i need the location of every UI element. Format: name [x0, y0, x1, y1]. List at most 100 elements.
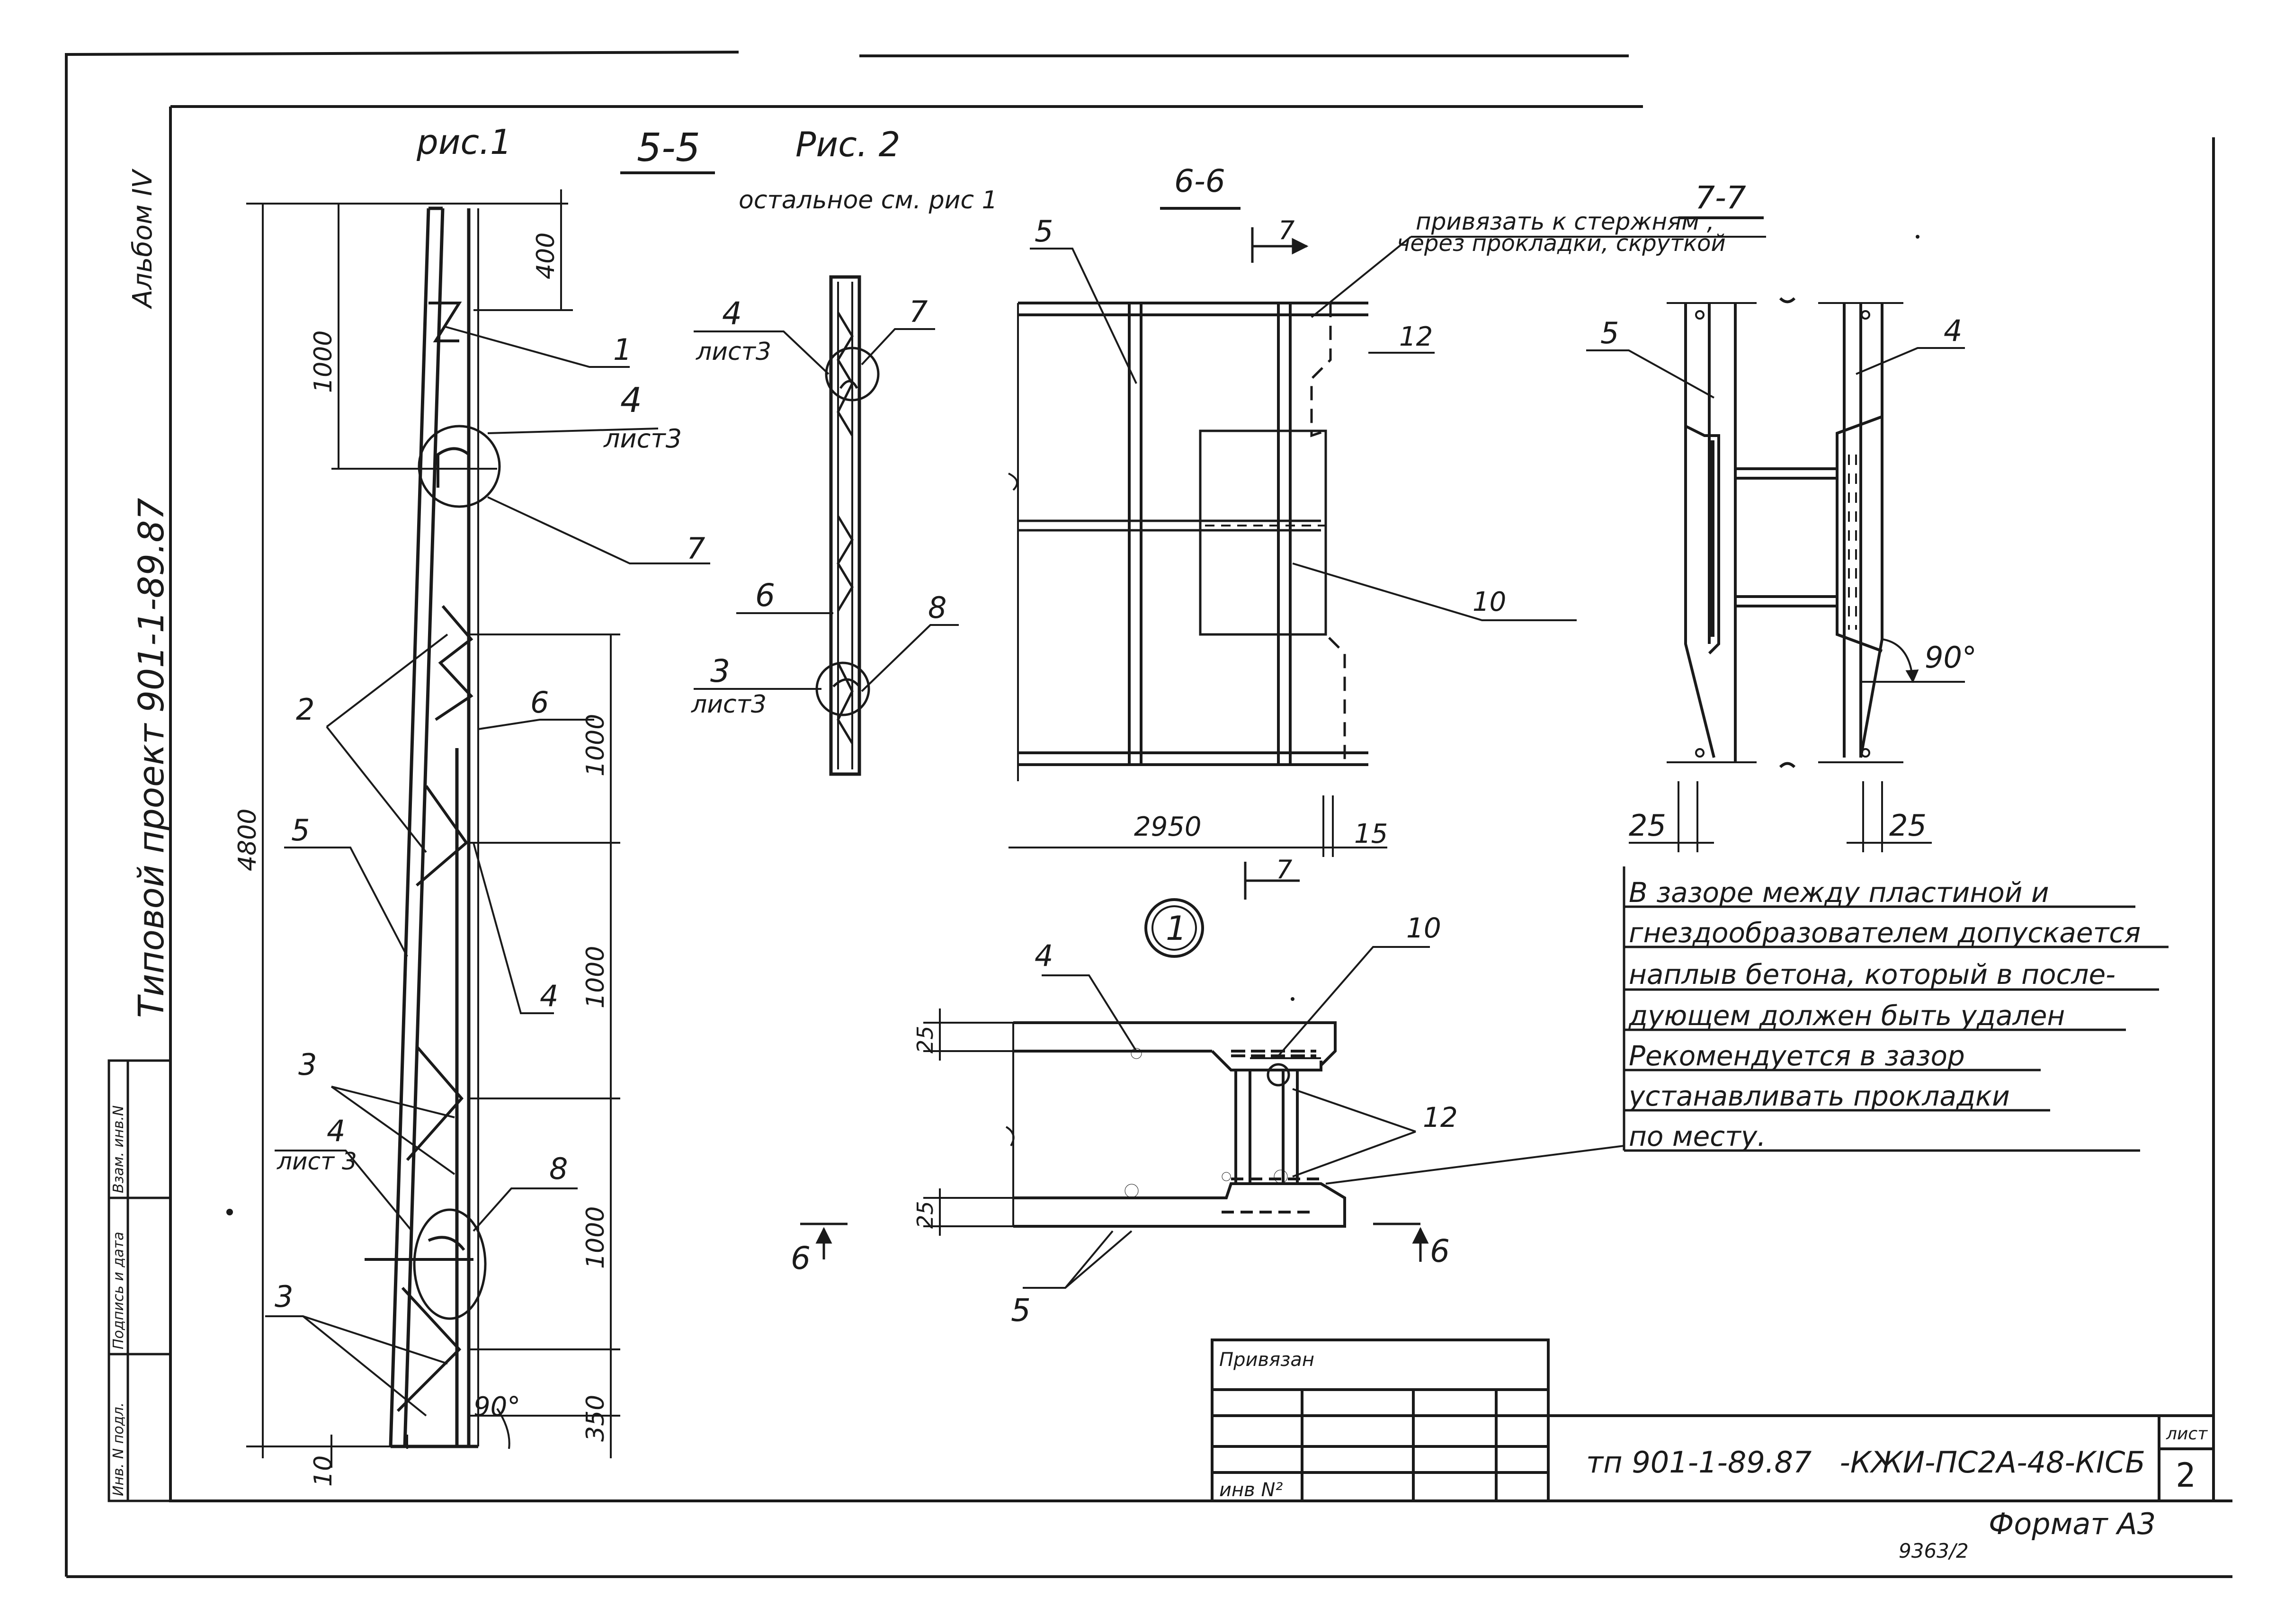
- fig1-dim-4800: 4800: [233, 809, 262, 871]
- fig1-cage: [389, 206, 479, 1448]
- fig1-detail-circle-top: [418, 425, 501, 508]
- fig1-loop-top: [437, 447, 470, 488]
- sec66-label-10: 10: [1473, 587, 1506, 617]
- detail1-cut-left: 6: [791, 1240, 811, 1276]
- sec66-plan: [1008, 302, 1368, 781]
- fig1-dim-1000-a: 1000: [581, 714, 610, 776]
- fig1-angle: 90°: [473, 1392, 520, 1422]
- stamp-col-inv: Инв. N подл.: [110, 1402, 127, 1496]
- detail1-body: [1005, 1021, 1346, 1228]
- fig1-detail-circle-bottom: [413, 1208, 487, 1320]
- detail1-dim-top: 25: [912, 1026, 938, 1053]
- fig2-label-6: 6: [755, 577, 775, 614]
- fig2-note: остальное см. рис 1: [739, 186, 998, 214]
- detail1-label-5: 5: [1011, 1292, 1031, 1329]
- fig1-leaders: [265, 326, 710, 1417]
- sec77-angle: 90°: [1925, 640, 1977, 675]
- fig1-label-1: 1: [613, 332, 632, 367]
- fig1-title: рис.1: [416, 122, 512, 162]
- detail1-dims: [923, 1008, 1013, 1236]
- fig2-leaders: [694, 328, 959, 692]
- fig1-label-4b: 4: [540, 979, 558, 1013]
- note-line-7: по месту.: [1629, 1120, 1766, 1152]
- fig1-dim-350: 350: [581, 1395, 610, 1442]
- title-bound-label: Привязан: [1219, 1349, 1314, 1371]
- note-line-3: наплыв бетона, который в после-: [1629, 958, 2115, 990]
- fig2-label-4: 4: [722, 295, 742, 332]
- sec77-label-4: 4: [1944, 313, 1962, 348]
- detail1-mark: 1: [1166, 909, 1187, 948]
- detail1-label-12: 12: [1423, 1101, 1458, 1133]
- title-block: Привязан инв N² тп 901-1-89.87 -КЖИ-ПС2А…: [1211, 1338, 2214, 1562]
- note-line-2: гнездообразователем допускается: [1629, 917, 2141, 949]
- title-format: Формат А3: [1989, 1507, 2156, 1541]
- fig1-label-4a-sub: лист3: [603, 424, 682, 454]
- title-inv-label: инв N²: [1219, 1479, 1283, 1501]
- sec77-label-5: 5: [1600, 316, 1619, 350]
- sec66-leaders: [1030, 248, 1577, 621]
- fig1-label-8: 8: [549, 1151, 568, 1186]
- sec66-dim-15: 15: [1354, 819, 1388, 849]
- fig1-loop-bottom: [365, 1236, 473, 1261]
- sec66-label-5: 5: [1035, 214, 1053, 249]
- detail1-label-4: 4: [1035, 938, 1053, 973]
- figure-2: 5-5 Рис. 2 остальное см. рис 1 4 лист3 7…: [620, 125, 998, 776]
- approval-stamp: [107, 1059, 172, 1502]
- sec77-dim-left: 25: [1629, 808, 1666, 843]
- sec66-cut-top: [1251, 227, 1309, 263]
- fig2-detail-circle-top: [825, 347, 880, 402]
- detail1-cut-right: 6: [1430, 1233, 1450, 1269]
- notes-block: В зазоре между пластиной и гнездообразов…: [1623, 866, 2169, 1152]
- fig2-label-4-sub: лист3: [696, 338, 771, 366]
- fig2-label-3-sub: лист3: [691, 690, 767, 719]
- fig2-title: Рис. 2: [795, 125, 900, 164]
- detail1-label-10: 10: [1406, 912, 1441, 944]
- sec66-label-12: 12: [1399, 321, 1433, 352]
- sec66-cut-top-num: 7: [1278, 215, 1294, 245]
- detail1-leaders: [1023, 946, 1625, 1289]
- sec66-note-1: привязать к стержням ,: [1416, 208, 1714, 235]
- detail1-cuts: [800, 1224, 1420, 1262]
- fig1-label-4c-sub: лист 3: [277, 1148, 357, 1175]
- stamp-col-replace: Взам. инв.N: [110, 1106, 127, 1193]
- fig2-label-3: 3: [710, 653, 730, 689]
- sec77-dim-right: 25: [1889, 808, 1927, 843]
- fig1-dim-1000-top: 1000: [309, 330, 338, 393]
- fig1-label-7: 7: [687, 531, 705, 566]
- sec66-dims: [1009, 795, 1387, 857]
- section-7-7: 7-7 5 4 90°: [1586, 179, 1977, 852]
- fig1-dim-1000-b: 1000: [581, 946, 610, 1008]
- fig1-label-3b: 3: [275, 1279, 293, 1314]
- fig1-label-6: 6: [530, 685, 549, 720]
- album-label: Альбом IV: [127, 169, 158, 309]
- fig1-dim-1000-c: 1000: [581, 1206, 610, 1269]
- title-archive-no: 9363/2: [1899, 1539, 1969, 1562]
- sec66-title: 6-6: [1174, 163, 1225, 199]
- side-margin: Альбом IV Типовой проект 901-1-89.87 Инв…: [107, 169, 172, 1502]
- fig2-section: 5-5: [637, 125, 700, 170]
- fig1-label-4a: 4: [620, 380, 642, 420]
- sec77-leaders: [1586, 347, 1965, 683]
- note-line-4: дующем должен быть удален: [1628, 999, 2065, 1032]
- title-sheet-label: лист: [2166, 1424, 2208, 1444]
- note-line-6: устанавливать прокладки: [1628, 1080, 2010, 1112]
- stamp-col-sign: Подпись и дата: [110, 1232, 127, 1350]
- fig1-dim-10: 10: [309, 1455, 338, 1487]
- section-6-6: 6-6 привязать к стержням , через проклад…: [1008, 163, 1766, 900]
- fig1-label-4c: 4: [327, 1114, 345, 1148]
- sec77-title: 7-7: [1695, 179, 1746, 216]
- title-code: тп 901-1-89.87 -КЖИ-ПС2А-48-КIСБ: [1586, 1445, 2145, 1480]
- sec66-dim-2950: 2950: [1134, 812, 1202, 842]
- note-line-1: В зазоре между пластиной и: [1629, 876, 2049, 909]
- detail-1: 1 25 25 6 6: [791, 898, 1625, 1329]
- sec77-dims: [1629, 781, 1932, 852]
- fig1-label-3a: 3: [298, 1047, 317, 1082]
- sec66-cut-bottom-num: 7: [1276, 855, 1292, 884]
- fig2-cage: [829, 275, 861, 776]
- fig2-label-8: 8: [928, 590, 946, 625]
- figure-1: рис.1: [233, 122, 710, 1487]
- fig1-dim-400: 400: [532, 232, 560, 279]
- fig2-label-7: 7: [909, 294, 928, 329]
- fig1-label-5: 5: [291, 813, 310, 848]
